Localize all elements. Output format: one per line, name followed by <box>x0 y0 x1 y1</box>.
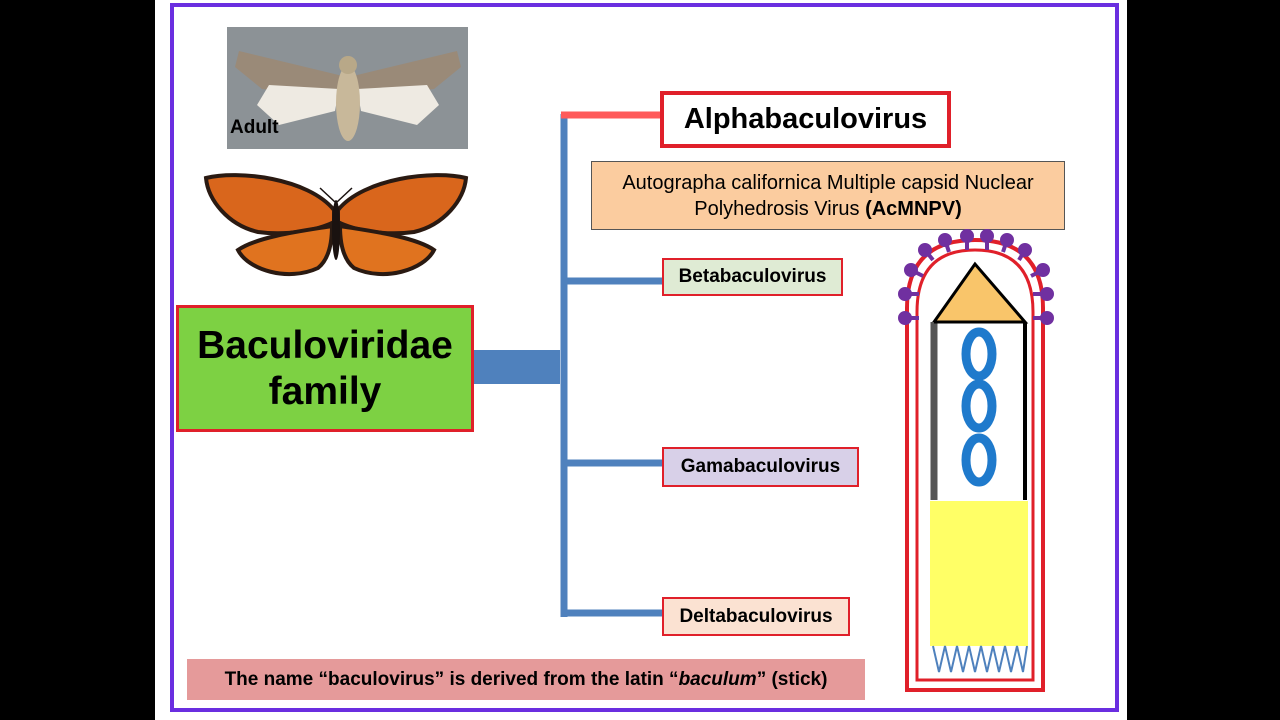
family-connector-bar <box>474 350 560 384</box>
etymology-latin-word: baculum <box>678 668 757 690</box>
acmnpv-example-box: Autographa californica Multiple capsid N… <box>591 161 1065 230</box>
betabaculovirus-label: Betabaculovirus <box>678 266 827 287</box>
gamabaculovirus-box: Gamabaculovirus <box>662 447 859 487</box>
family-name-line1: Baculoviridae <box>197 323 453 367</box>
etymology-text-part1: The name “baculovirus” is derived from t… <box>224 668 679 690</box>
acmnpv-line2: Polyhedrosis Virus <box>694 197 866 220</box>
etymology-note: The name “baculovirus” is derived from t… <box>187 659 865 700</box>
etymology-text-part2: ” (stick) <box>756 668 828 690</box>
family-name-line2: family <box>268 369 382 413</box>
nucleocapsid-body <box>934 322 1025 500</box>
betabaculovirus-box: Betabaculovirus <box>662 258 843 296</box>
alphabaculovirus-label: Alphabaculovirus <box>683 103 928 135</box>
nucleocapsid-base <box>930 501 1028 646</box>
moth-label: Adult <box>230 117 279 138</box>
baculoviridae-family-box: Baculoviridae family <box>176 305 474 432</box>
deltabaculovirus-box: Deltabaculovirus <box>662 597 850 636</box>
envelope-spikes <box>898 229 1054 325</box>
deltabaculovirus-label: Deltabaculovirus <box>679 605 833 627</box>
adult-moth-image: Adult <box>227 27 468 149</box>
capsid-cap <box>931 261 1029 324</box>
base-fringe <box>932 645 1028 673</box>
acmnpv-line1: Autographa californica Multiple capsid N… <box>622 171 1034 194</box>
acmnpv-abbreviation: (AcMNPV) <box>865 197 962 220</box>
baculovirus-virion-diagram <box>898 229 1054 692</box>
dna-genome-icon <box>961 327 997 487</box>
alphabaculovirus-box: Alphabaculovirus <box>660 91 951 148</box>
moth-illustration <box>227 27 468 149</box>
gamabaculovirus-label: Gamabaculovirus <box>680 456 841 477</box>
envelope-inner <box>915 248 1035 682</box>
slide-frame <box>170 3 1119 712</box>
butterfly-image <box>203 173 469 277</box>
